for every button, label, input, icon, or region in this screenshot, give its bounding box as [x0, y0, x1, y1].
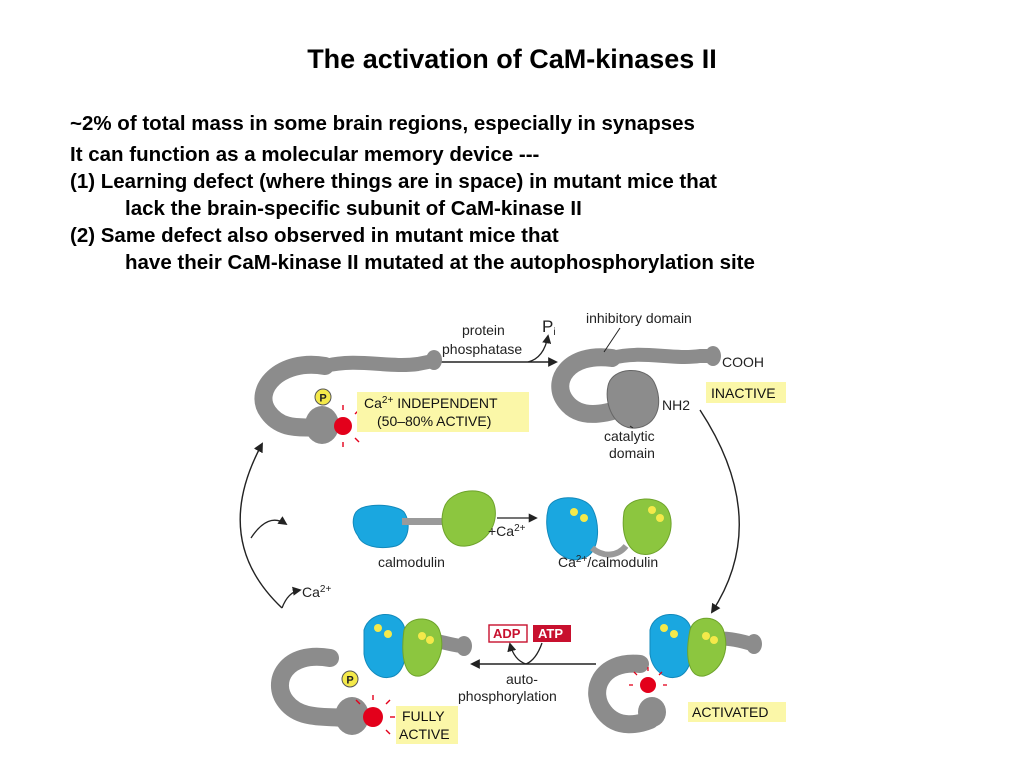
adp-box	[488, 624, 528, 643]
bullet-defect-1: (1) Learning defect (where things are in…	[70, 170, 718, 193]
fully-label: FULLY	[402, 708, 445, 724]
bullet-defect-1-cont: lack the brain-specific subunit of CaM-k…	[125, 197, 582, 220]
domain-label: domain	[609, 445, 655, 461]
calmodulin-label: calmodulin	[378, 554, 445, 570]
cooh-label: COOH	[722, 354, 764, 370]
catalytic-leader	[629, 425, 634, 429]
independent-activity-label: (50–80% ACTIVE)	[377, 413, 491, 429]
bullet-defect-2-cont: have their CaM-kinase II mutated at the …	[125, 251, 755, 274]
bullet-defect-2: (2) Same defect also observed in mutant …	[70, 224, 559, 247]
atp-label: ATP	[538, 626, 563, 641]
phospho-p-fully-label: P	[346, 675, 353, 687]
adp-label: ADP	[493, 626, 521, 641]
protein-label: protein	[462, 322, 505, 338]
catalytic-label: catalytic	[604, 428, 655, 444]
inactive-label: INACTIVE	[711, 385, 776, 401]
arrow-pi-release	[527, 334, 552, 363]
active-label: ACTIVE	[399, 726, 450, 742]
arrow-ca-loss	[281, 586, 302, 609]
minus-ca-label: Ca2+	[302, 584, 331, 600]
inhibitory-domain-label: inhibitory domain	[586, 310, 692, 326]
kinase-fully-active: P	[270, 614, 472, 735]
inactive-highlight	[706, 382, 786, 403]
page-title: The activation of CaM-kinases II	[307, 44, 717, 74]
arrow-atp-in	[525, 642, 543, 665]
auto-label: auto-	[506, 671, 538, 687]
fully-active-highlight	[396, 706, 458, 744]
inhibitory-leader	[603, 327, 621, 353]
calmodulin-free	[352, 490, 496, 549]
kinase-ca-independent: P	[254, 350, 442, 447]
bullet-mass: ~2% of total mass in some brain regions,…	[70, 112, 695, 135]
independent-highlight	[357, 392, 529, 432]
pi-label: Pi	[542, 317, 556, 338]
bullet-memory: It can function as a molecular memory de…	[70, 143, 540, 166]
arrow-adp-out	[507, 642, 527, 665]
plus-ca-label: +Ca2+	[488, 523, 526, 539]
ca-calmodulin	[546, 497, 672, 561]
phospho-p-label: P	[319, 393, 326, 405]
arrow-inactive-to-activated	[699, 409, 740, 614]
arrow-ca-release	[250, 516, 288, 539]
nh2-label: NH2	[662, 397, 690, 413]
phosphorylation-label: phosphorylation	[458, 688, 557, 704]
bullet-list: ~2% of total mass in some brain regions,…	[70, 110, 1000, 276]
independent-label: Ca2+ INDEPENDENT	[364, 395, 498, 411]
ca-calmodulin-label: Ca2+/calmodulin	[558, 554, 658, 570]
kinase-activated	[588, 614, 762, 734]
activated-highlight	[688, 702, 786, 722]
arrow-fully-to-independent	[239, 442, 283, 609]
activated-label: ACTIVATED	[692, 704, 769, 720]
phosphatase-label: phosphatase	[442, 341, 522, 357]
atp-box	[533, 625, 571, 642]
kinase-inactive	[551, 346, 721, 429]
